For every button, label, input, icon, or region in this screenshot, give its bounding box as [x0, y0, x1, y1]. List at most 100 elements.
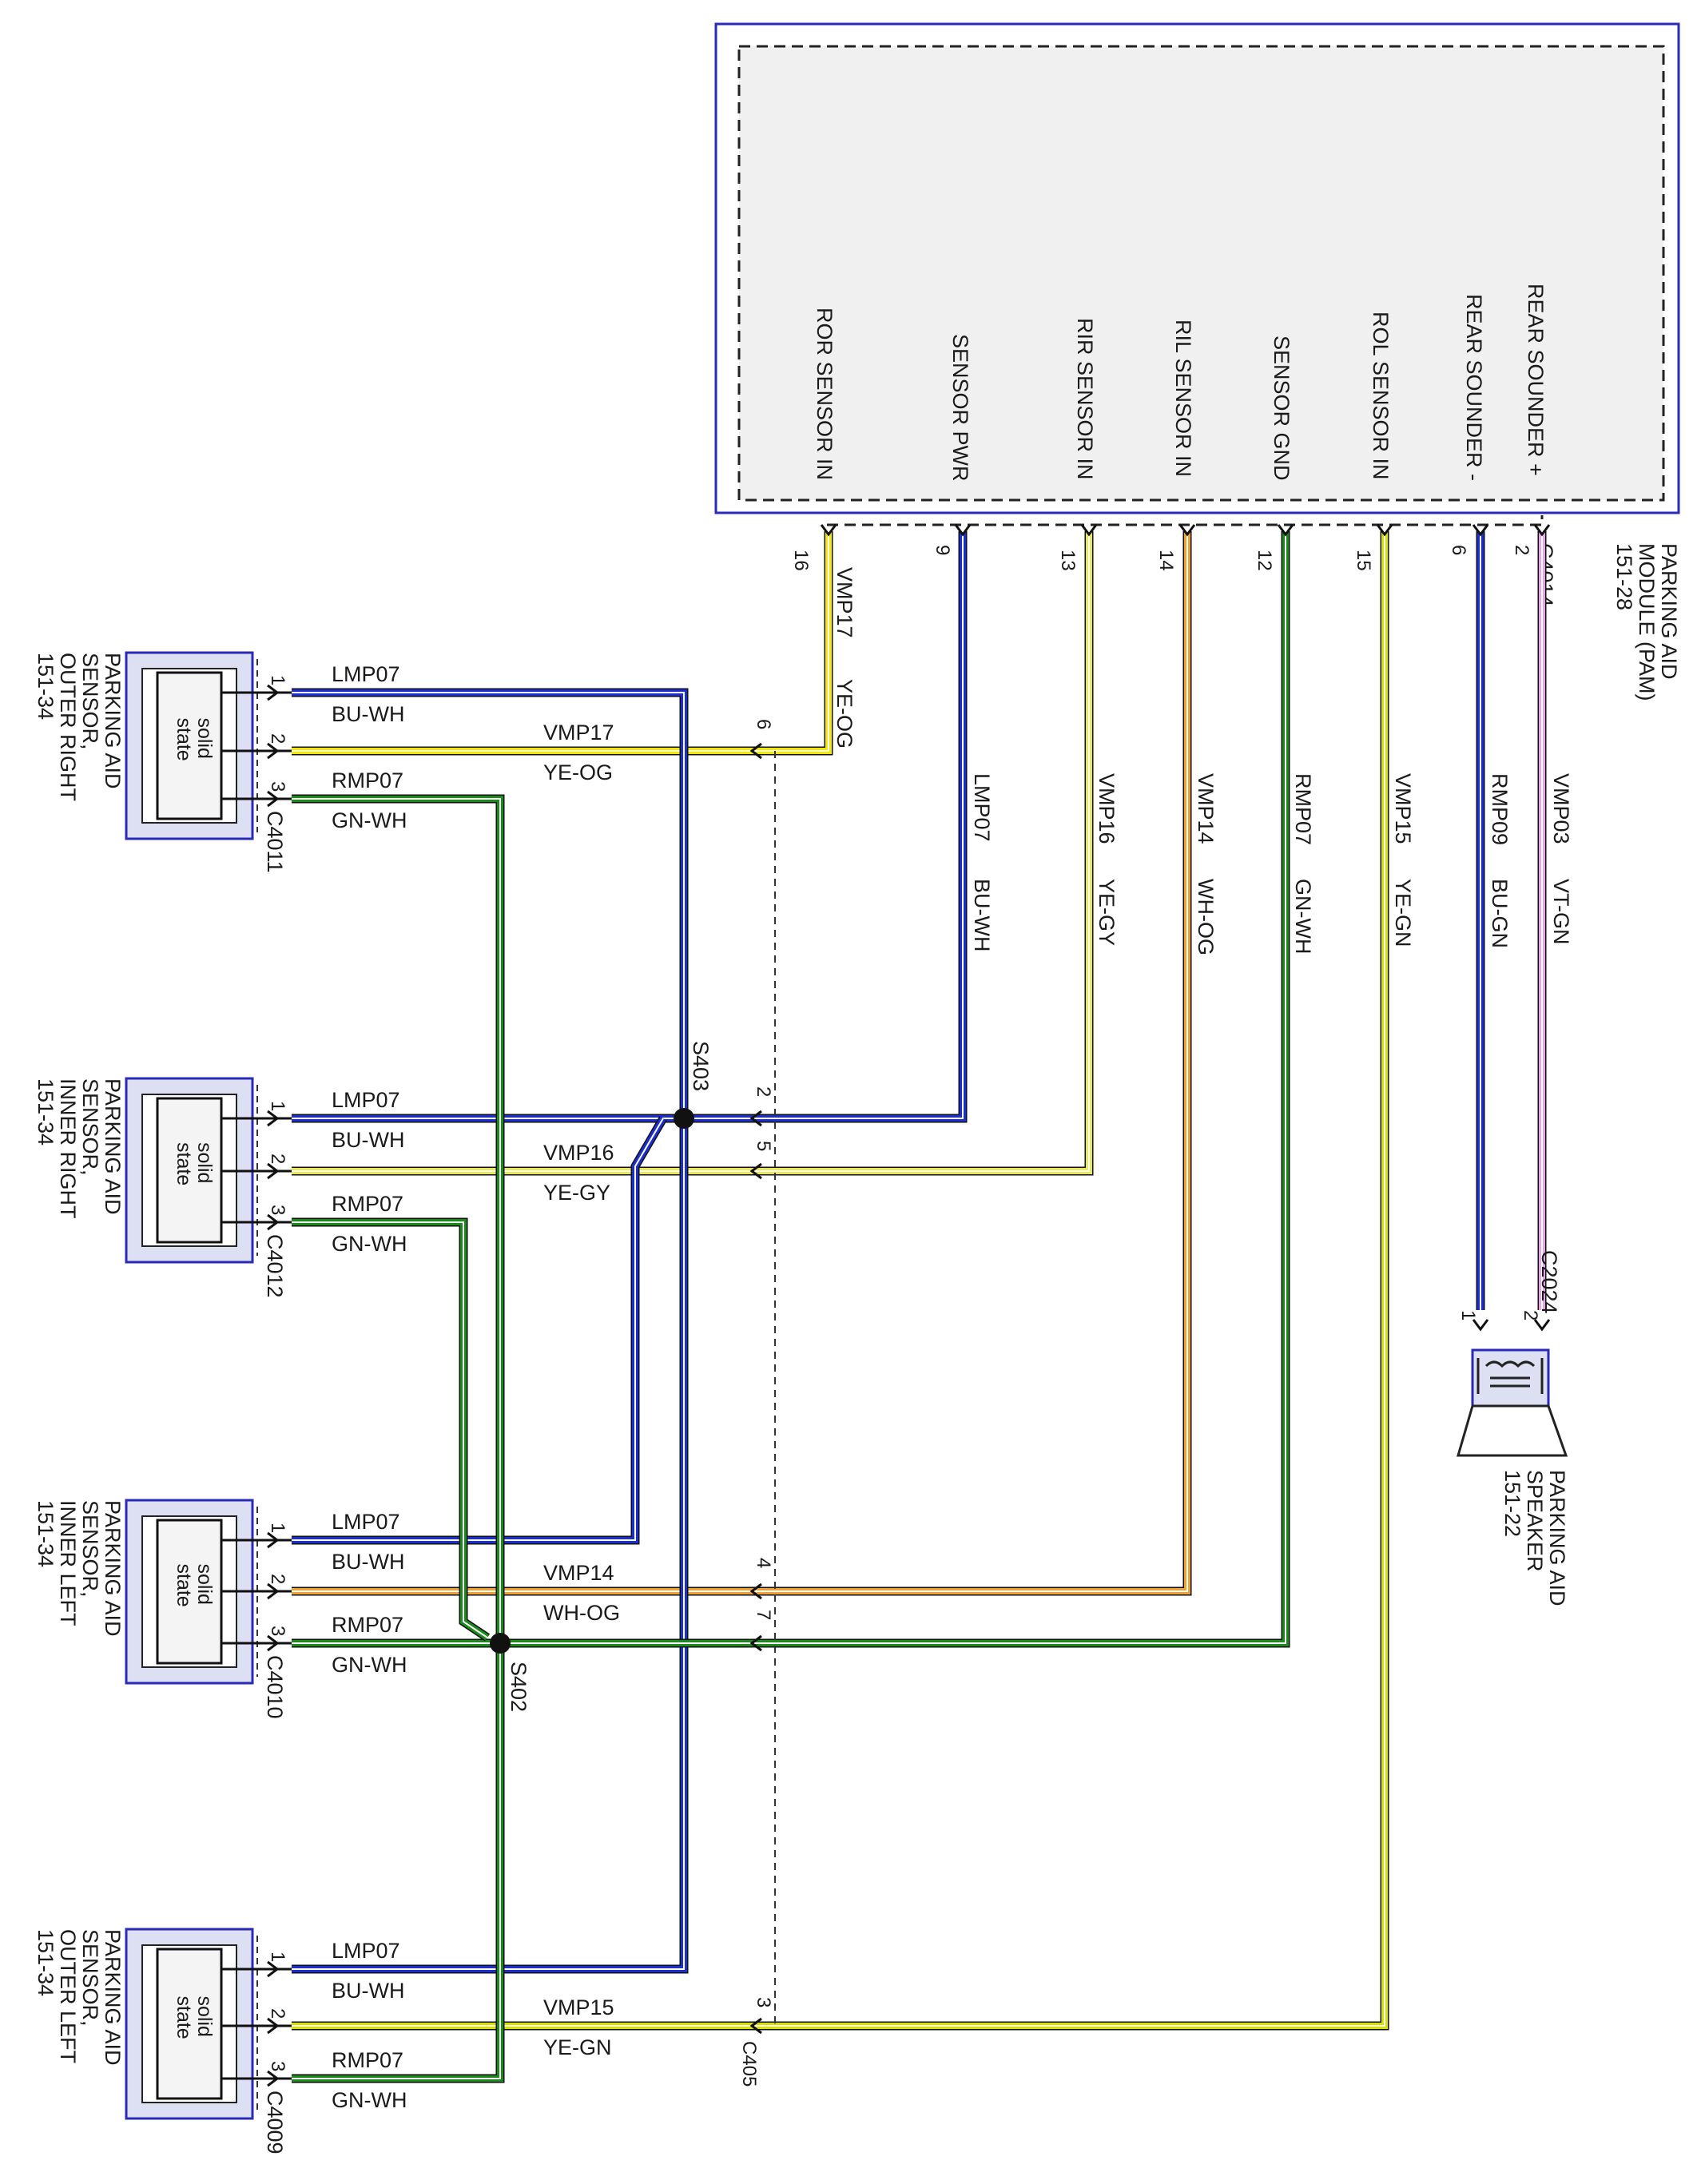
wire-circuit-label: RMP07 — [332, 1613, 403, 1637]
module-pin-label-sounder-neg: REAR SOUNDER - — [1462, 294, 1486, 481]
sensor-label-line: SENSOR, — [78, 1078, 102, 1176]
splice-s403: S403 — [674, 1041, 713, 1129]
pin-chevron — [267, 1634, 280, 1652]
pin-chevron — [1533, 524, 1551, 537]
pin-chevron — [749, 1634, 762, 1652]
wire-color-label: BU-WH — [970, 879, 994, 951]
wire-circuit-label: VMP15 — [543, 1995, 614, 2019]
sensor-pin-number: 1 — [267, 1523, 288, 1533]
module-pin-number: 2 — [1511, 545, 1532, 555]
wire-color-label: GN-WH — [332, 2088, 407, 2112]
pin-chevron — [1533, 1319, 1551, 1332]
wire-color-label: GN-WH — [332, 808, 407, 832]
sensor-connector-label: C4009 — [263, 2091, 287, 2154]
sensor-pin-number: 2 — [267, 1154, 288, 1164]
c405-pin-number: 5 — [753, 1141, 774, 1151]
sensor-body-label: state — [173, 1996, 195, 2039]
pin-chevron — [267, 684, 280, 701]
sensor-label-line: 151-34 — [34, 1929, 58, 1996]
pin-chevron — [1472, 524, 1489, 537]
module-pin-number: 16 — [790, 550, 812, 571]
sensor-pin-number: 1 — [267, 675, 288, 685]
wire-color-label: WH-OG — [1194, 879, 1218, 955]
pin-chevron — [267, 1162, 280, 1180]
wire-lmp07-outer-right-tracer — [292, 692, 685, 1118]
sensor-label-line: OUTER RIGHT — [56, 653, 80, 801]
module-pin-number: 14 — [1155, 550, 1177, 571]
pin-chevron — [749, 1582, 762, 1600]
module-pin-label-rol: ROL SENSOR IN — [1369, 312, 1393, 480]
wire-lmp07-outer-left-tracer — [292, 1118, 685, 1970]
sensor-label-line: 151-34 — [34, 1500, 58, 1567]
sensor-label-line: PARKING AID — [101, 1500, 125, 1637]
wire-rmp07-inner-right-tracer — [292, 1221, 488, 1638]
sensor-label-line: PARKING AID — [101, 1929, 125, 2066]
wire-vmp16-outline — [763, 531, 1094, 1176]
wire-color-label: YE-GY — [1095, 879, 1119, 946]
sensor-pin-number: 1 — [267, 1952, 288, 1962]
sensor-connector-label: C4010 — [263, 1655, 287, 1719]
c405-label: C405 — [738, 2041, 760, 2087]
sensor-connector-label: C4011 — [263, 811, 287, 873]
pin-chevron — [954, 524, 972, 537]
sensor-label-line: OUTER LEFT — [56, 1929, 80, 2063]
pin-chevron — [749, 1162, 762, 1180]
wire-circuit-label: VMP14 — [543, 1561, 614, 1585]
wire-color-label: WH-OG — [543, 1601, 620, 1625]
wire-circuit-label: LMP07 — [970, 773, 994, 842]
wire-vmp15-outline — [763, 531, 1389, 2031]
wire-layer — [292, 524, 1551, 2083]
sensor-pin-number: 3 — [267, 2061, 288, 2071]
wire-rmp07-outer-left — [292, 1643, 503, 2082]
wire-circuit-label: LMP07 — [332, 1510, 400, 1534]
wire-vmp14-tracer — [763, 531, 1188, 1592]
wire-lmp07-module — [763, 531, 966, 1122]
sensor-body-label: state — [173, 718, 195, 761]
pin-chevron — [267, 742, 280, 760]
wire-color-label: BU-WH — [332, 1550, 404, 1574]
c405-pin-number: 2 — [753, 1086, 774, 1097]
sensor-body-label: state — [173, 1142, 195, 1185]
wire-rmp07-inner-right — [292, 1219, 490, 1641]
module-pin-number: 15 — [1353, 550, 1374, 571]
pin-chevron — [749, 742, 762, 760]
speaker-pin-number: 2 — [1520, 1310, 1541, 1320]
wire-circuit-label: RMP07 — [332, 2048, 403, 2072]
wire-circuit-label: VMP03 — [1549, 773, 1573, 844]
wire-color-label: BU-WH — [332, 702, 404, 726]
pin-chevron — [267, 1582, 280, 1600]
wire-vmp15-tracer — [763, 531, 1385, 2027]
speaker-label-line: SPEAKER — [1523, 1470, 1547, 1572]
wire-circuit-label: RMP07 — [1291, 773, 1315, 845]
splice-label: S402 — [507, 1662, 531, 1712]
sensor-label-line: PARKING AID — [101, 653, 125, 789]
wire-circuit-label: VMP16 — [1095, 773, 1119, 844]
sensor-label-line: SENSOR, — [78, 653, 102, 750]
wire-lmp07-module-tracer — [763, 531, 964, 1119]
sensor-pin-number: 3 — [267, 781, 288, 792]
sensor-body-label: state — [173, 1564, 195, 1607]
speaker-pin-number: 1 — [1457, 1310, 1479, 1320]
module-pin-label-sounder-pos: REAR SOUNDER + — [1524, 284, 1548, 476]
sensor-pin-number: 3 — [267, 1205, 288, 1215]
wire-circuit-label: LMP07 — [332, 1939, 400, 1963]
module-pin-label-ril: RIL SENSOR IN — [1171, 320, 1195, 477]
wire-vmp15 — [763, 531, 1388, 2029]
wire-circuit-label: VMP17 — [833, 567, 856, 638]
splice-s402: S402 — [490, 1633, 531, 1712]
pin-chevron — [1472, 1319, 1489, 1332]
module-pin-number: 13 — [1057, 550, 1079, 571]
c405-pin-number: 4 — [753, 1558, 774, 1568]
wire-vmp16 — [763, 531, 1092, 1174]
wire-rmp07-outer-right-tracer — [292, 798, 501, 1643]
sensor-label-line: INNER LEFT — [56, 1500, 80, 1626]
sensor-label-line: PARKING AID — [101, 1078, 125, 1215]
wire-color-label: BU-WH — [332, 1128, 404, 1152]
wire-circuit-label: RMP09 — [1488, 773, 1512, 845]
wire-circuit-label: VMP16 — [543, 1141, 614, 1165]
speaker-label-line: 151-22 — [1500, 1470, 1524, 1537]
